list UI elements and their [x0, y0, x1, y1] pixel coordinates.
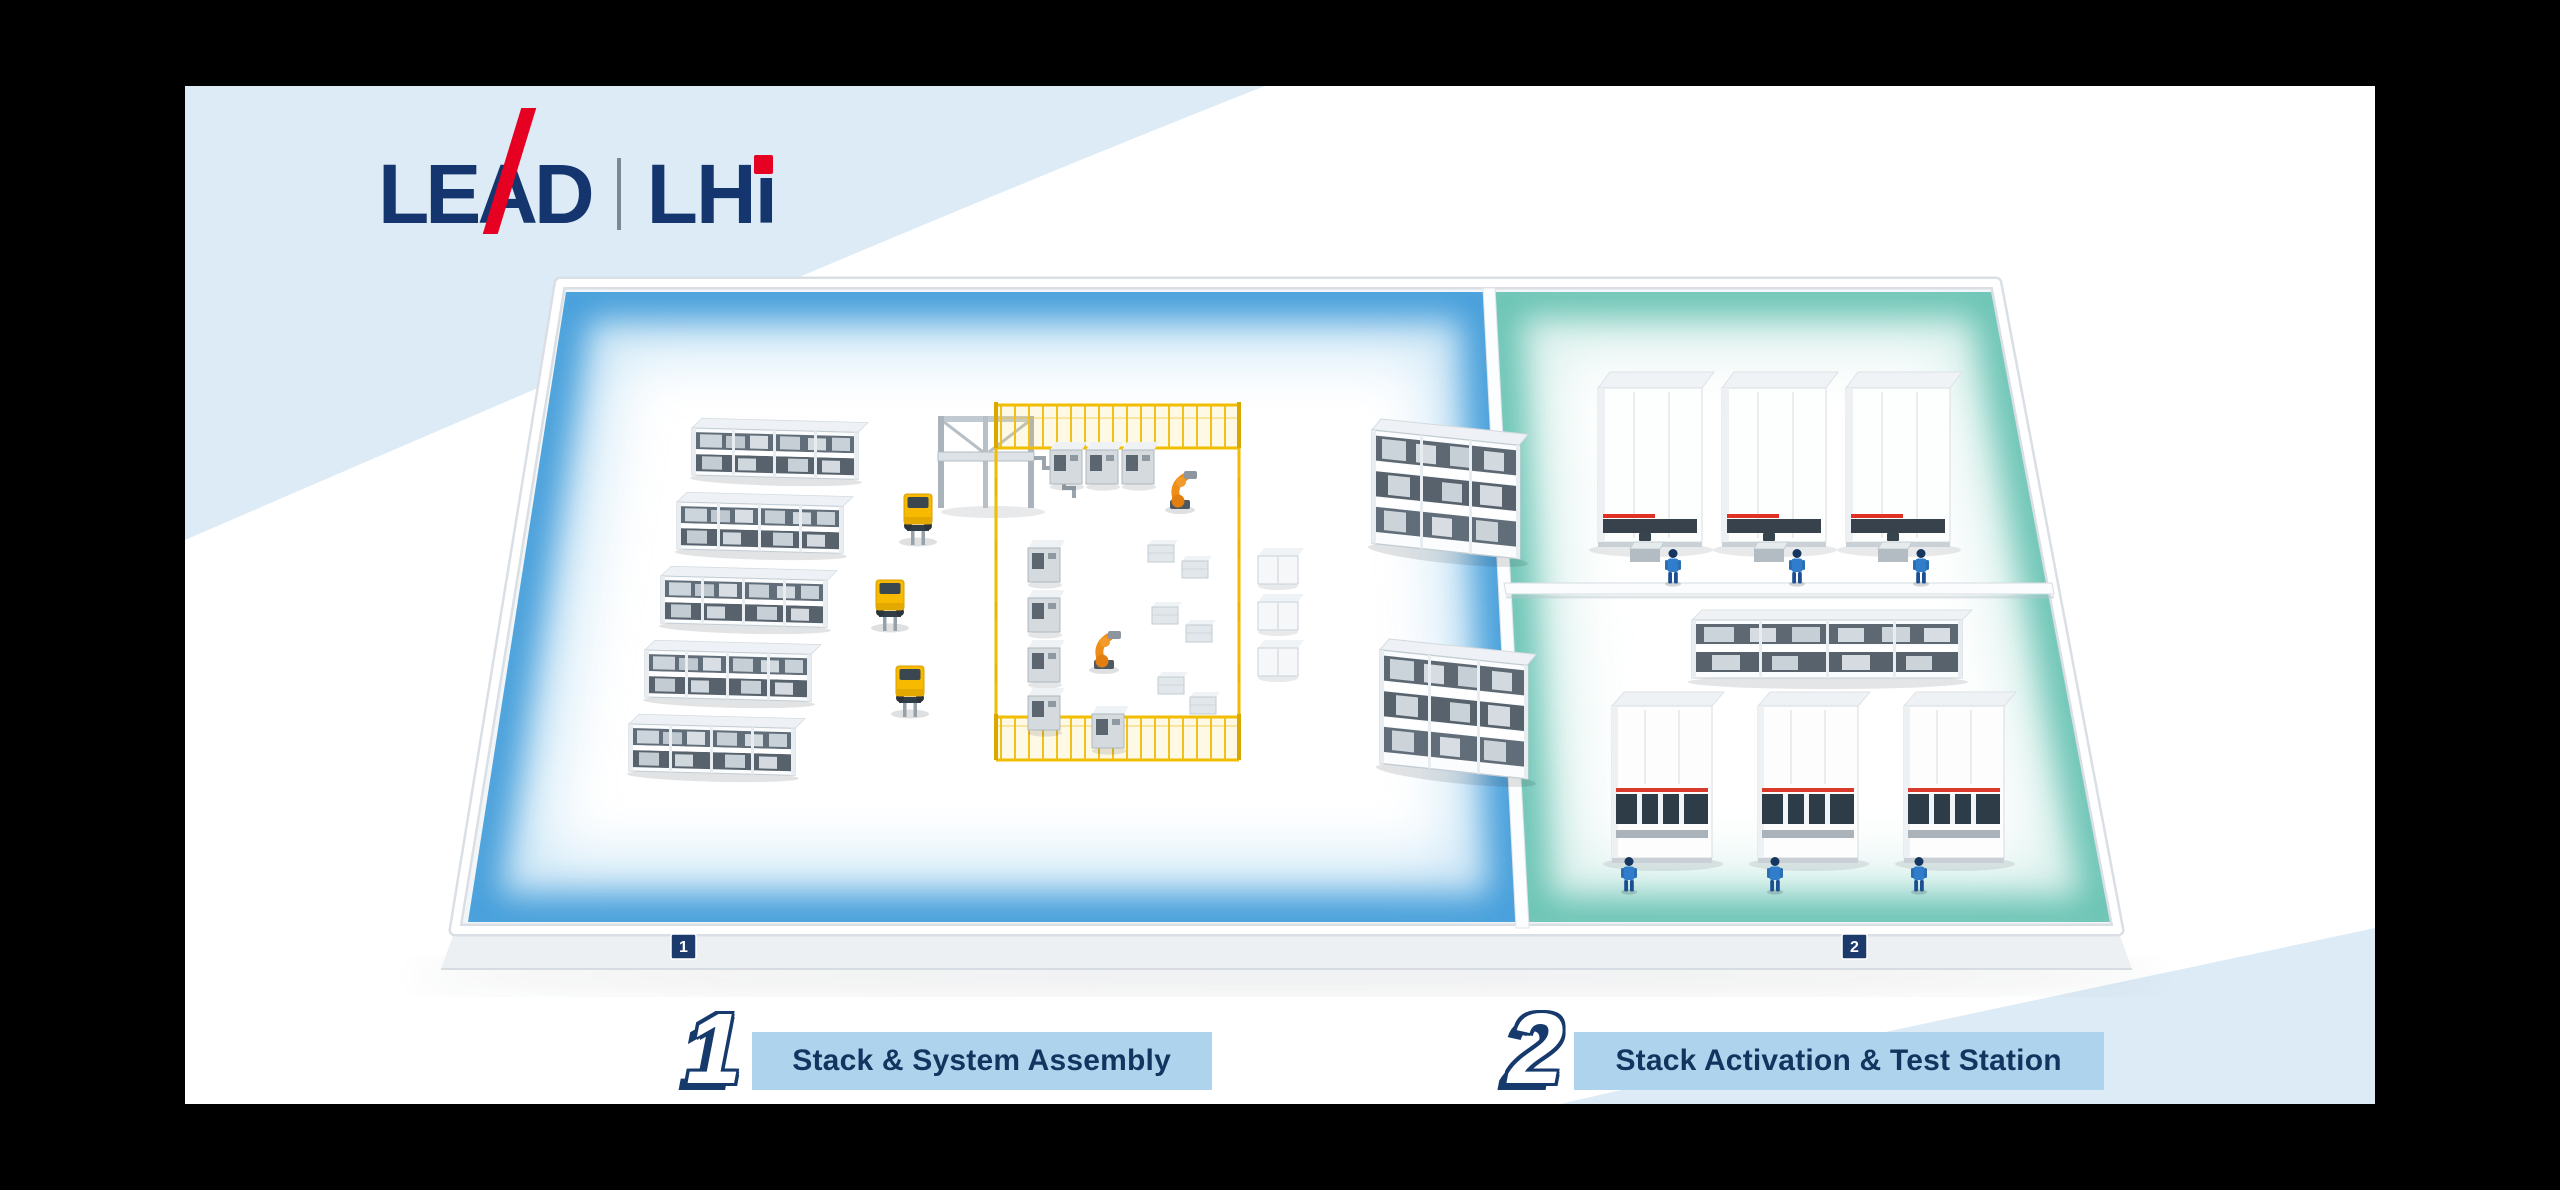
robot-cell — [936, 402, 1241, 762]
machine — [1049, 441, 1088, 492]
logo-divider — [616, 158, 621, 230]
floor-slab-face — [441, 930, 2132, 969]
crate — [1151, 601, 1183, 625]
machine — [1091, 705, 1130, 756]
test-chamber — [1602, 691, 1725, 872]
pallet-rack — [674, 491, 854, 563]
pallet-rack — [626, 713, 806, 785]
machine — [1027, 589, 1066, 640]
control-cabinet — [1257, 593, 1305, 637]
pallet-rack — [658, 565, 838, 637]
control-cabinet — [1257, 639, 1305, 683]
test-chambers-top — [1588, 371, 1963, 587]
crate — [1189, 691, 1221, 715]
floor-marker-2-label: 2 — [1850, 939, 1859, 956]
test-room-divider-wall — [1503, 582, 2055, 595]
crate — [1185, 619, 1217, 643]
test-chamber — [1712, 371, 1839, 558]
test-chamber — [1748, 691, 1871, 872]
machine — [1027, 639, 1066, 690]
parts-rack — [1687, 609, 1973, 690]
zone-1-floor — [468, 292, 1518, 922]
machine — [1121, 441, 1160, 492]
legend-label-2: Stack Activation & Test Station — [1615, 1044, 2062, 1077]
swoosh-top-left — [185, 86, 1265, 540]
test-chamber — [1894, 691, 2017, 872]
legend-number-2: 2 — [1508, 993, 1564, 1105]
machine — [1027, 687, 1066, 738]
test-chamber — [1836, 371, 1963, 558]
side-cabinets — [1257, 547, 1305, 683]
lhi-logo: LHi — [647, 152, 778, 236]
pallet-rack — [642, 639, 822, 711]
zone-1-assembly — [626, 402, 1537, 793]
lhi-red-dot-icon — [753, 155, 773, 174]
legend-label-1: Stack & System Assembly — [792, 1044, 1171, 1077]
machine — [1085, 441, 1124, 492]
floor-marker-1-label: 1 — [679, 939, 688, 956]
test-chambers-bottom — [1602, 691, 2017, 895]
flow-rack — [1367, 416, 1529, 573]
machine — [1027, 539, 1066, 590]
legend-banner-1: Stack & System Assembly — [751, 1032, 1212, 1090]
legend-item-2: 2 Stack Activation & Test Station — [1508, 993, 2104, 1105]
crate — [1147, 539, 1179, 563]
floor-marker-1: 1 — [670, 933, 697, 960]
legend-item-1: 1 Stack & System Assembly — [686, 993, 1212, 1105]
legend-number-1: 1 — [686, 993, 742, 1105]
crate — [1181, 555, 1213, 579]
legend-banner-2: Stack Activation & Test Station — [1573, 1032, 2104, 1090]
crate — [1157, 671, 1189, 695]
flow-rack — [1375, 636, 1537, 793]
brand-lockup: LEAD LHi — [378, 108, 778, 236]
lead-logo: LEAD — [378, 108, 595, 236]
floor-marker-2: 2 — [1841, 933, 1868, 960]
test-chamber — [1588, 371, 1715, 558]
pallet-rack — [689, 417, 869, 489]
control-cabinet — [1257, 547, 1305, 591]
